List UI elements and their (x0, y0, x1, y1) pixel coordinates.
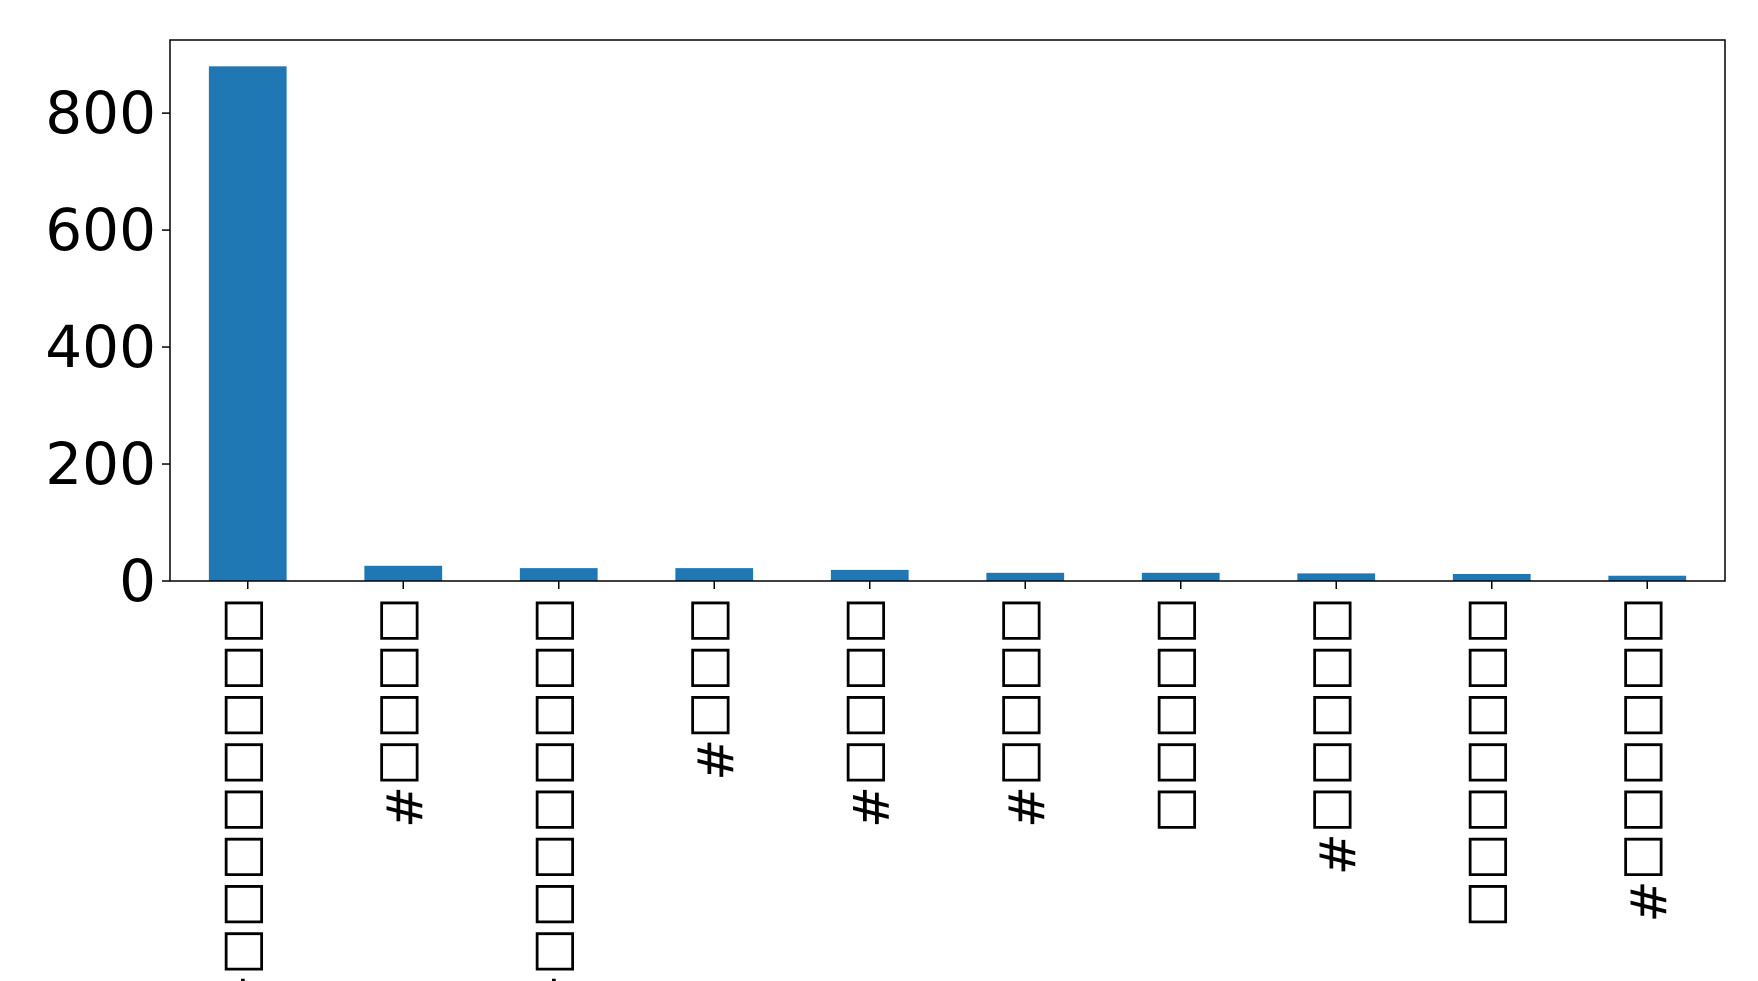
bar-6 (986, 572, 1065, 581)
x-tick-label: □□□□# (996, 597, 1054, 828)
x-tick-label: □□□□# (841, 597, 899, 828)
x-tick-label: □□□□□□# (1618, 597, 1676, 922)
y-tick-label: 400 (45, 313, 156, 381)
bar-1 (208, 66, 287, 582)
y-tick-label: 800 (45, 79, 156, 147)
x-axis: □□□□□□□□# □□□□# □□□□□□□□# □□□# □□□□# □□□□# □□□… (219, 581, 1676, 981)
bar-5 (830, 569, 909, 581)
x-tick-label: □□□□□# (1307, 597, 1365, 875)
y-tick-label: 0 (119, 547, 156, 615)
bar-7 (1141, 572, 1220, 581)
bar-2 (364, 565, 443, 581)
x-tick-label: □□□□□□□□# (530, 597, 588, 981)
y-tick-label: 200 (45, 430, 156, 498)
bar-4 (675, 568, 754, 581)
x-tick-label: □□□□□ (1152, 597, 1210, 833)
bar-9 (1452, 573, 1531, 581)
x-tick-label: □□□□□□□ (1463, 597, 1521, 928)
bars-layer (208, 66, 1687, 582)
y-axis: 0 200 400 600 800 (45, 79, 170, 615)
bar-8 (1297, 573, 1376, 581)
plot-frame (169, 39, 1726, 582)
bar-10 (1608, 575, 1687, 581)
x-tick-label: □□□# (685, 597, 743, 781)
x-tick-label: □□□□# (374, 597, 432, 828)
bar-3 (519, 568, 598, 581)
x-tick-label: □□□□□□□□# (219, 597, 277, 981)
y-tick-label: 600 (45, 196, 156, 264)
